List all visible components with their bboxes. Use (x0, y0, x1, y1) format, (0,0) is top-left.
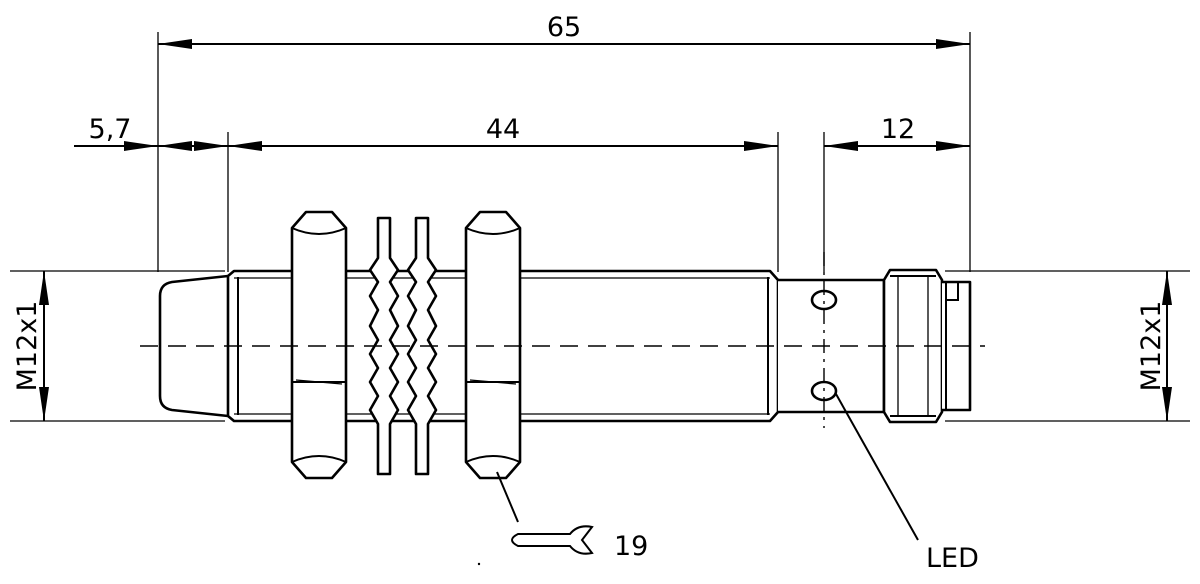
dimension-thread-left: M12x1 (12, 271, 49, 421)
wrench-size-label: 19 (614, 531, 648, 562)
lock-nut-left (290, 210, 348, 480)
sensor-body (158, 210, 972, 480)
wrench-callout: 19 (496, 471, 648, 562)
dimension-thread-right: M12x1 (1136, 271, 1172, 421)
center-lines (140, 252, 985, 428)
extension-lines (10, 32, 1190, 422)
tip-length-label: 5,7 (89, 114, 132, 145)
sensing-tip (158, 274, 229, 418)
led-label: LED (926, 543, 979, 574)
led-callout: LED (835, 393, 979, 574)
lock-nut-right (464, 210, 522, 480)
wrench-icon (511, 525, 594, 555)
dimension-overall-length: 65 (158, 12, 970, 49)
thread-right-label: M12x1 (1136, 301, 1167, 392)
thread-left-label: M12x1 (12, 301, 43, 392)
tooth-washer-1 (368, 216, 400, 476)
dimension-connector-length: 12 (824, 114, 970, 151)
dimension-tip-length: 5,7 (74, 114, 228, 151)
thread-length-label: 44 (486, 114, 520, 145)
connector-length-label: 12 (881, 114, 915, 145)
overall-length-label: 65 (547, 12, 581, 43)
dimension-thread-length: 44 (228, 114, 778, 151)
stray-dot (477, 562, 481, 566)
